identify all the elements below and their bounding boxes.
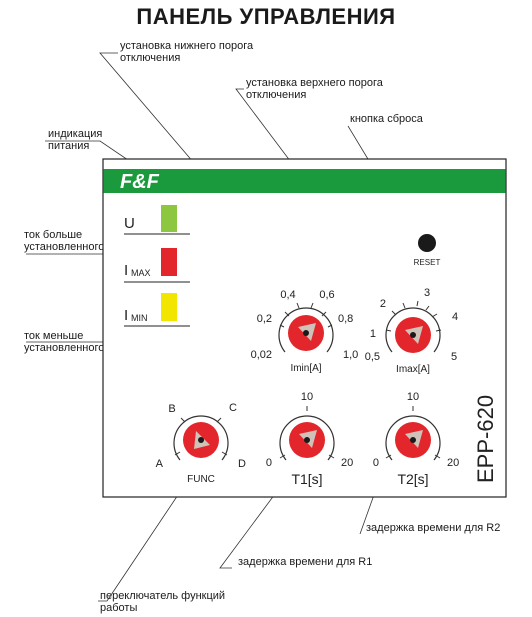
led-power xyxy=(161,205,177,232)
callout-current-above: ток больше установленного xyxy=(24,229,105,253)
page-title: ПАНЕЛЬ УПРАВЛЕНИЯ xyxy=(136,4,396,29)
imin-tick-4: 0,8 xyxy=(338,313,353,325)
func-tick-c: C xyxy=(229,402,237,414)
callout-lower-threshold: установка нижнего порога отключения xyxy=(120,40,254,64)
reset-label: RESET xyxy=(414,258,441,267)
reset-button[interactable] xyxy=(418,234,436,252)
t2-tick-20: 20 xyxy=(447,457,459,469)
callout-upper-threshold: установка верхнего порога отключения xyxy=(246,77,383,101)
callout-reset-button: кнопка сброса xyxy=(350,113,423,125)
indicator-imax: I MAX xyxy=(124,248,190,283)
model-label: EPP-620 xyxy=(473,395,498,483)
knob-imax[interactable] xyxy=(385,300,442,353)
imax-label: Imax[A] xyxy=(396,364,430,375)
t1-tick-10: 10 xyxy=(301,391,313,403)
imin-tick-2: 0,4 xyxy=(280,289,295,301)
imax-tick-2: 2 xyxy=(380,298,386,310)
knob-func[interactable] xyxy=(173,415,229,461)
t1-label: T1[s] xyxy=(291,471,322,487)
imin-tick-1: 0,2 xyxy=(257,313,272,325)
func-label: FUNC xyxy=(187,474,215,485)
knob-t1[interactable] xyxy=(279,406,335,461)
callout-current-below: ток меньше установленного xyxy=(24,330,105,354)
t2-label: T2[s] xyxy=(397,471,428,487)
imin-tick-0: 0,02 xyxy=(251,349,272,361)
t2-tick-0: 0 xyxy=(373,457,379,469)
brand-stripe xyxy=(103,169,506,193)
indicator-imin: I MIN xyxy=(124,293,190,327)
func-tick-d: D xyxy=(238,458,246,470)
callout-delay-r1: задержка времени для R1 xyxy=(238,556,373,568)
t1-tick-20: 20 xyxy=(341,457,353,469)
knob-t2[interactable] xyxy=(385,406,441,461)
imax-tick-5: 5 xyxy=(451,351,457,363)
callout-delay-r2: задержка времени для R2 xyxy=(366,522,501,534)
indicator-imin-sub: MIN xyxy=(131,313,148,323)
indicator-u: U xyxy=(124,205,190,235)
imax-tick-3: 3 xyxy=(424,287,430,299)
led-imin xyxy=(161,293,177,321)
indicator-imax-label: I xyxy=(124,262,128,279)
t2-tick-10: 10 xyxy=(407,391,419,403)
callout-function-switch: переключатель функций работы xyxy=(100,590,226,614)
imin-tick-3: 0,6 xyxy=(319,289,334,301)
indicator-imax-sub: MAX xyxy=(131,268,151,278)
imax-tick-0: 0,5 xyxy=(365,351,380,363)
callout-power-indication: индикация питания xyxy=(48,128,103,152)
imax-tick-4: 4 xyxy=(452,311,458,323)
t1-tick-0: 0 xyxy=(266,457,272,469)
indicator-u-label: U xyxy=(124,215,135,232)
imin-label: Imin[A] xyxy=(290,363,321,374)
knob-imin[interactable] xyxy=(278,302,334,353)
func-tick-a: A xyxy=(156,458,164,470)
imax-tick-1: 1 xyxy=(370,328,376,340)
func-tick-b: B xyxy=(168,403,175,415)
brand-logo: F&F xyxy=(120,171,160,193)
led-imax xyxy=(161,248,177,276)
imin-tick-5: 1,0 xyxy=(343,349,358,361)
indicator-imin-label: I xyxy=(124,307,128,324)
